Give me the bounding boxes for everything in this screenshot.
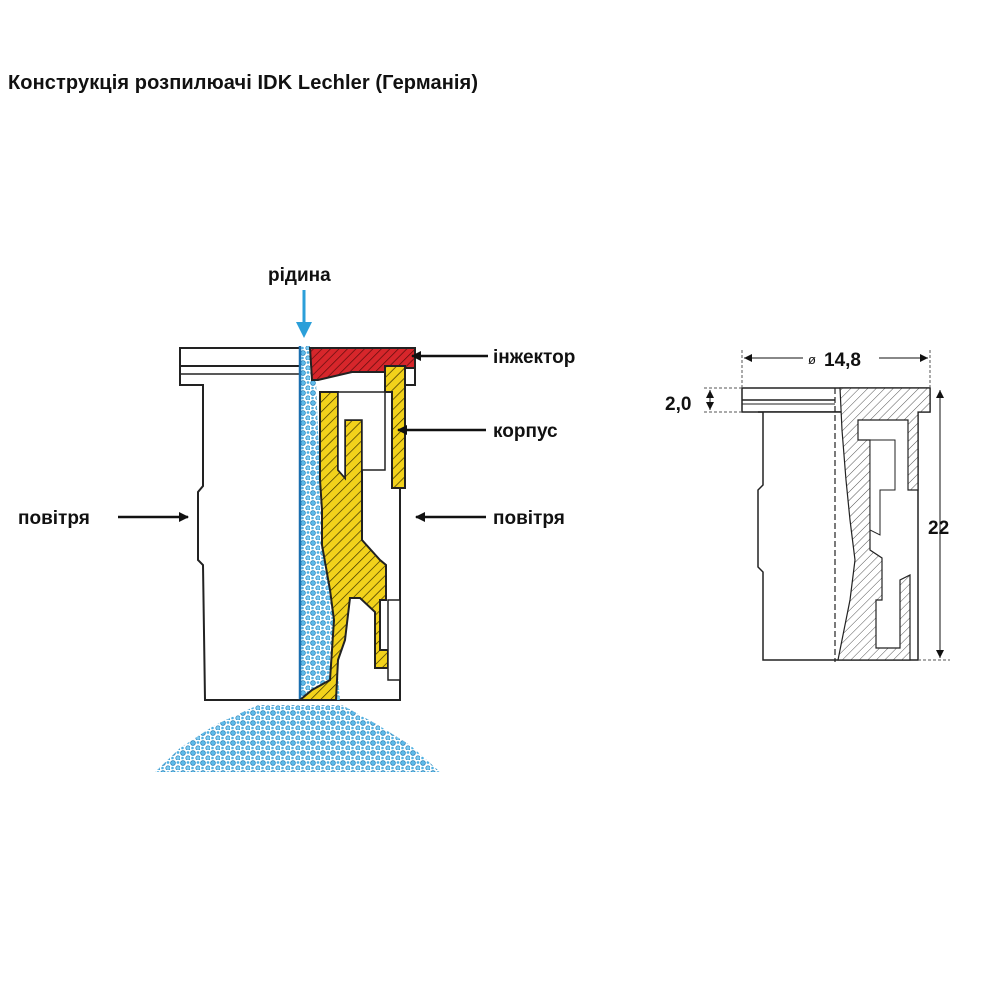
nozzle-section-colored (155, 346, 440, 772)
nozzle-left-half-outline (179, 347, 301, 701)
nozzle-technical-drawing (741, 387, 931, 662)
drawing-hatched-section (837, 387, 931, 661)
dim-diameter: ø 14,8 (741, 345, 931, 388)
liquid-arrow (296, 290, 312, 338)
page-title: Конструкція розпилюачі IDK Lechler (Герм… (8, 72, 479, 94)
dim-diameter-symbol: ø (808, 352, 816, 367)
dim-total-height: 22 (918, 390, 950, 661)
dim-ring-height-value: 2,0 (665, 394, 691, 415)
label-injector: інжектор (493, 347, 575, 368)
label-air-right: повітря (493, 508, 565, 529)
spray-cone (155, 705, 440, 772)
body-lower-right (387, 599, 401, 681)
dim-total-height-value: 22 (928, 518, 949, 539)
dim-diameter-value: 14,8 (824, 350, 861, 371)
label-liquid: рідина (268, 265, 331, 286)
label-body: корпус (493, 421, 558, 442)
dim-ring-height: 2,0 (665, 387, 742, 415)
liquid-channel (300, 346, 340, 700)
label-air-left: повітря (18, 508, 90, 529)
